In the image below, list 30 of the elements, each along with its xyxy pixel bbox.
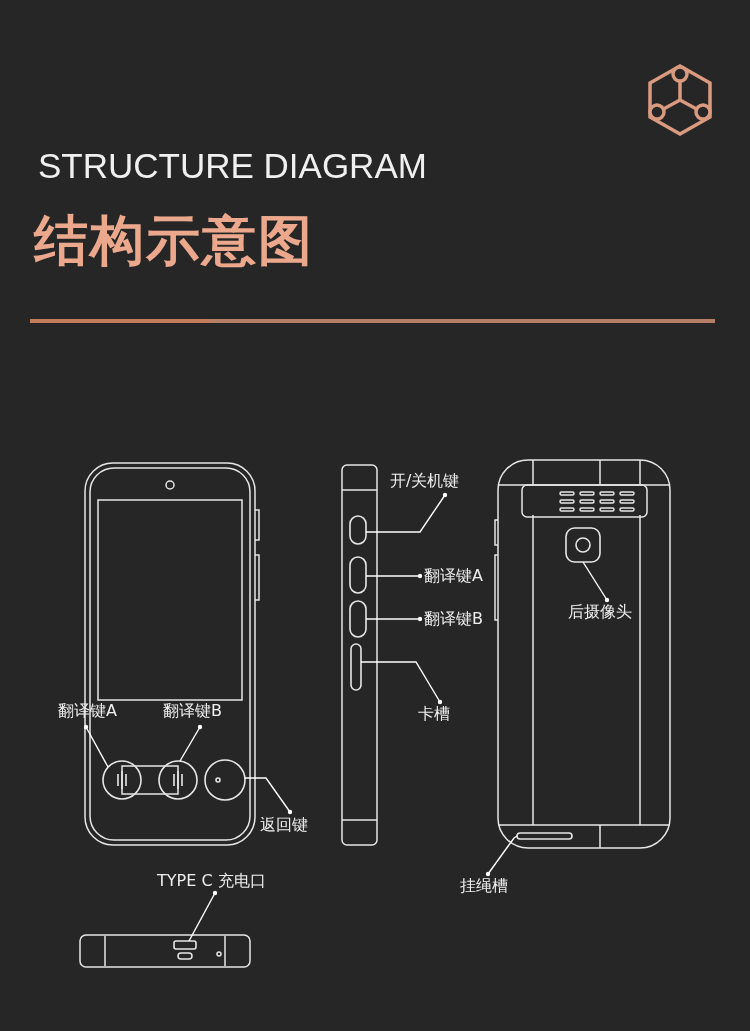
lanyard-slot [516,832,573,840]
card-slot [350,643,362,691]
title: STRUCTURE DIAGRAM [38,146,427,186]
translate-button [158,760,198,800]
side-button [349,556,367,594]
camera [565,527,601,563]
subtitle: 结构示意图 [34,208,314,274]
leader-line [83,724,109,768]
leader-line [179,724,203,762]
leader-line [365,616,423,622]
leader-line [365,573,423,579]
leader-line [360,661,443,705]
translate-button [102,760,142,800]
part-label: 翻译键A [424,566,483,586]
side-button [349,600,367,638]
part-label: 返回键 [260,815,308,835]
part-label: TYPE C 充电口 [157,871,266,891]
part-label: 后摄像头 [568,602,632,622]
back-button [204,759,246,801]
part-label: 卡槽 [418,704,450,724]
leader-line [365,492,448,533]
part-label: 翻译键B [424,609,483,629]
part-label: 挂绳槽 [460,876,508,896]
part-label: 翻译键B [163,701,222,721]
usb-port [173,940,197,950]
leader-line [244,777,293,815]
leader-line [582,561,610,603]
power-button [349,515,367,545]
part-label: 开/关机键 [390,471,460,491]
leader-line [485,835,518,877]
